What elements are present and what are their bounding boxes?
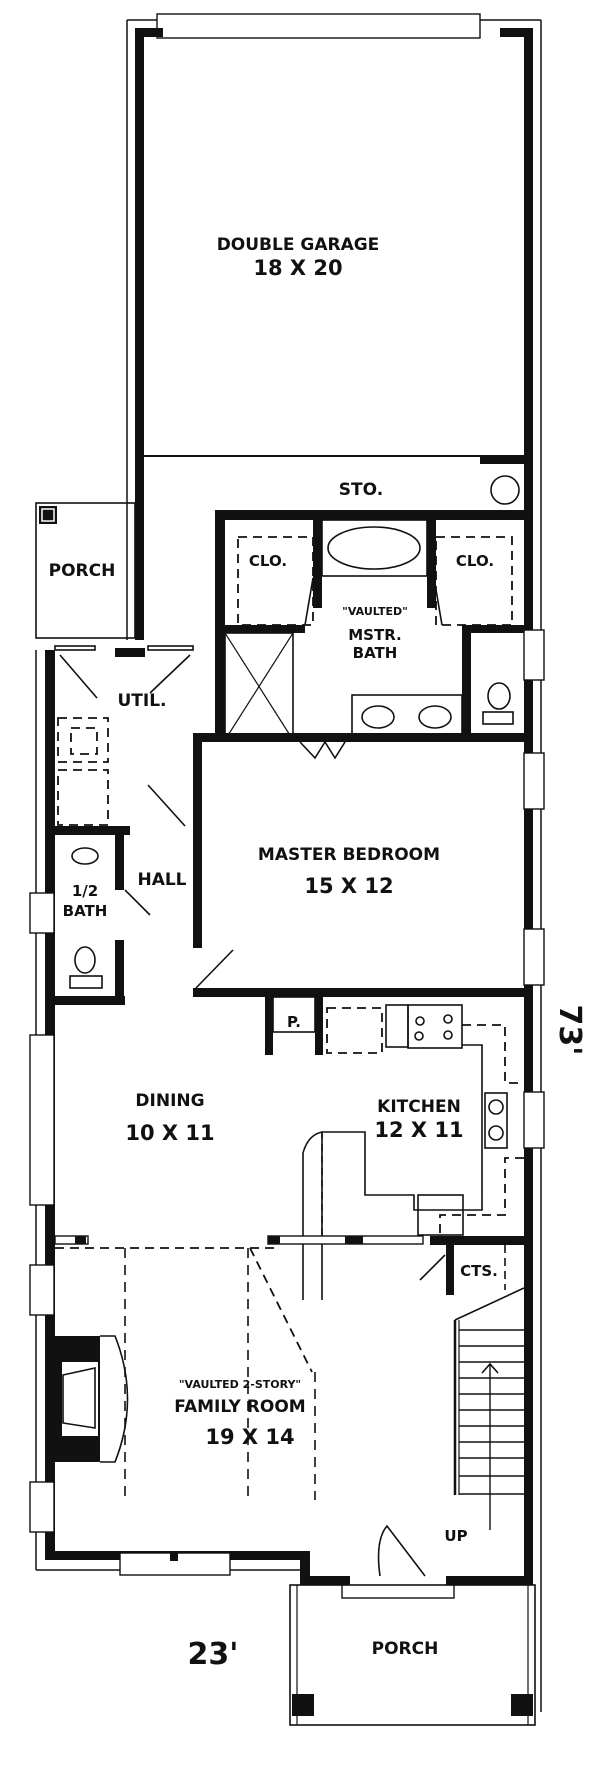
dining-name: DINING [135,1091,204,1111]
half-bath-name-1: 1/2 [72,882,98,900]
front-porch-name: PORCH [372,1639,439,1659]
sink-icon [361,705,395,729]
family-room-name: FAMILY ROOM [174,1397,305,1417]
column [511,1694,533,1716]
utility-name: UTIL. [117,691,166,711]
family-room-note: "VAULTED 2-STORY" [179,1378,301,1391]
rear-porch-name: PORCH [49,561,116,581]
toilet-icon [74,946,96,974]
half-bath-name-2: BATH [63,902,108,920]
kitchen [265,996,524,1300]
overall-width: 23' [188,1637,239,1672]
storage-name: STO. [339,480,383,500]
tub-icon [327,526,421,570]
window [29,1481,55,1533]
fireplace [55,1335,129,1463]
window [29,1034,55,1206]
master-bedroom-name: MASTER BEDROOM [258,845,440,865]
water-heater-icon [490,475,520,505]
labels: DOUBLE GARAGE 18 X 20 STO. CLO. CLO. "VA… [49,235,587,1672]
garage-size: 18 X 20 [253,256,342,280]
hall-name: HALL [137,870,186,890]
sink-icon [71,847,99,865]
master-bath-name-2: BATH [353,644,398,662]
toilet-icon [487,682,511,710]
closet-right-name: CLO. [456,552,494,570]
overall-depth: 73' [552,1005,587,1056]
stairs-direction: UP [444,1527,467,1545]
rear-porch [35,502,136,639]
front-door [377,1524,426,1577]
master-bath-name-1: MSTR. [348,626,402,644]
sink-icon [418,705,452,729]
cooktop [407,1004,463,1049]
master-bath-block [193,510,533,742]
window [523,1091,545,1149]
front [36,1480,536,1726]
garage-name: DOUBLE GARAGE [217,235,380,255]
dining-size: 10 X 11 [125,1121,214,1145]
window [523,752,545,810]
window [523,928,545,986]
kitchen-sink-icon [484,1092,508,1149]
pantry-name: P. [287,1013,301,1031]
window [523,629,545,681]
master-bedroom-size: 15 X 12 [304,874,393,898]
window [29,892,55,934]
left-wing [29,645,194,1570]
coats-name: CTS. [460,1262,498,1280]
kitchen-name: KITCHEN [377,1097,461,1117]
column [292,1694,314,1716]
kitchen-size: 12 X 11 [374,1118,463,1142]
closet-left-name: CLO. [249,552,287,570]
window [29,1264,55,1316]
garage-door [156,13,481,39]
master-bedroom-walls [193,629,545,1149]
master-bath-note: "VAULTED" [342,605,408,618]
family-room-size: 19 X 14 [205,1425,294,1449]
stairs [419,1245,525,1530]
